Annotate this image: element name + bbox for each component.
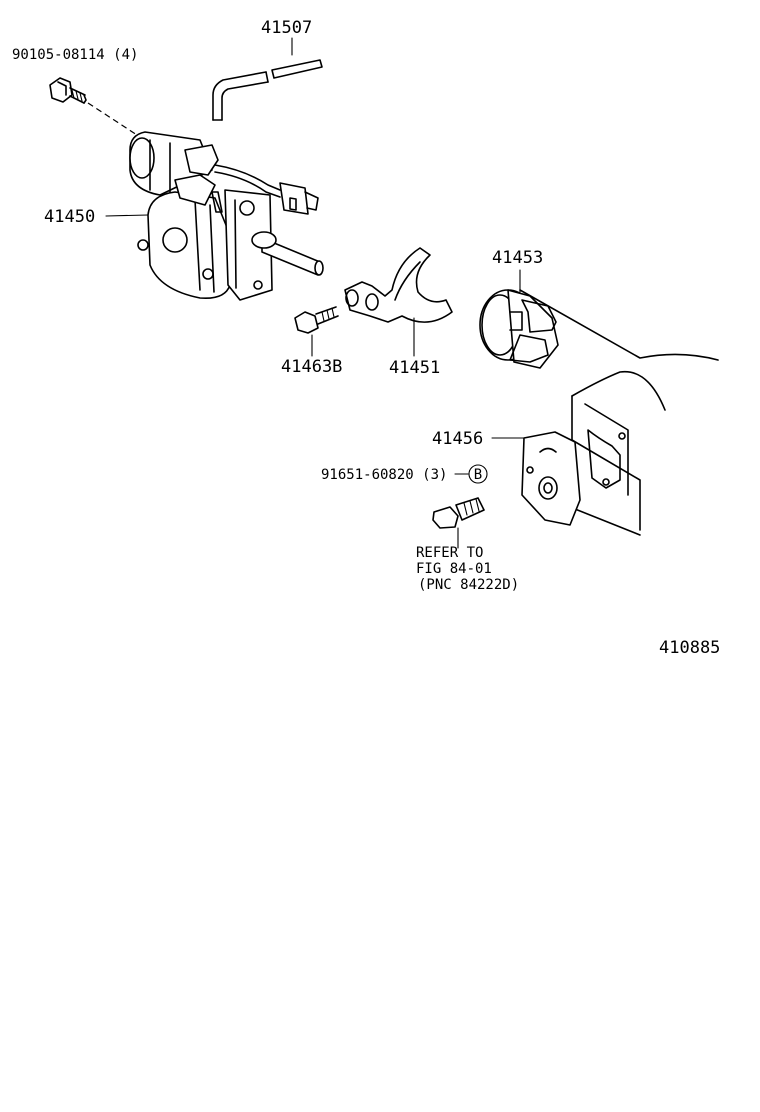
leader-41450: [105, 214, 149, 217]
label-41453: 41453: [492, 248, 543, 268]
label-41456: 41456: [432, 429, 483, 449]
refer-note-line3: (PNC 84222D): [418, 577, 519, 593]
refer-note-line1: REFER TO: [416, 545, 483, 561]
figure-number: 410885: [659, 638, 720, 658]
label-90105-08114: 90105-08114 (4): [12, 47, 138, 63]
label-41507: 41507: [261, 18, 312, 38]
bracket-41456-drawing: [521, 431, 581, 526]
hose-41507-drawing: [212, 59, 323, 121]
callout-b-circle: [468, 464, 488, 484]
actuator-41450-drawing: [129, 131, 324, 301]
label-41450: 41450: [44, 207, 95, 227]
fork-41451-drawing: [344, 247, 453, 323]
label-41451: 41451: [389, 358, 440, 378]
bolt-90105-drawing: [49, 77, 87, 104]
bolt-41463b-drawing: [294, 306, 339, 334]
label-41463b: 41463B: [281, 357, 342, 377]
refer-note-line2: FIG 84-01: [416, 561, 492, 577]
switch-drawing: [432, 497, 485, 529]
hub-sleeve-41453-drawing: [479, 289, 559, 369]
callout-b-letter: B: [474, 467, 482, 483]
label-91651-60820: 91651-60820 (3): [321, 467, 447, 483]
